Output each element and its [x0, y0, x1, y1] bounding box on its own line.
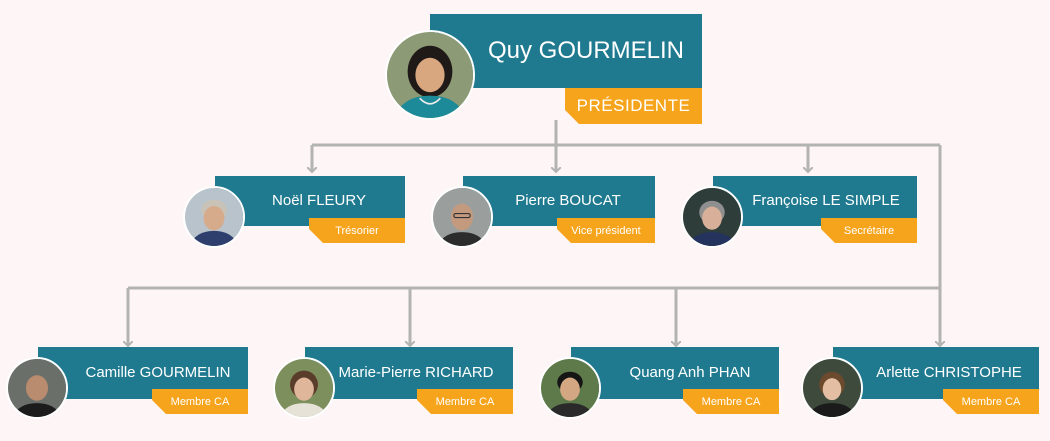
member-card: Quang Anh PHAN Membre CA [539, 347, 779, 419]
officer-card-secretaire: Françoise LE SIMPLE Secrétaire [681, 176, 917, 248]
officer-role: Trésorier [335, 224, 379, 237]
member-role: Membre CA [435, 395, 495, 408]
member-role-badge: Membre CA [683, 389, 779, 414]
avatar [431, 186, 493, 248]
person-photo-icon [275, 359, 333, 417]
officer-role: Secrétaire [843, 224, 895, 237]
officer-role: Vice président [571, 224, 641, 237]
officer-name: Françoise LE SIMPLE [752, 192, 900, 210]
president-name-box: Quy GOURMELIN [430, 14, 702, 88]
avatar [385, 30, 475, 120]
member-card: Camille GOURMELIN Membre CA [6, 347, 248, 419]
person-photo-icon [8, 359, 66, 417]
member-name: Camille GOURMELIN [85, 364, 231, 382]
member-name: Marie-Pierre RICHARD [338, 364, 494, 382]
officer-name-box: Françoise LE SIMPLE [713, 176, 917, 226]
president-role-badge: PRÉSIDENTE [565, 88, 702, 124]
officer-role-badge: Vice président [557, 218, 655, 243]
avatar [273, 357, 335, 419]
officer-name-box: Pierre BOUCAT [463, 176, 655, 226]
member-name: Quang Anh PHAN [629, 364, 751, 382]
avatar [183, 186, 245, 248]
officer-role-badge: Trésorier [309, 218, 405, 243]
avatar [681, 186, 743, 248]
person-photo-icon [683, 188, 741, 246]
member-name: Arlette CHRISTOPHE [876, 364, 1022, 382]
officer-card-vice-president: Pierre BOUCAT Vice président [431, 176, 655, 248]
member-card: Marie-Pierre RICHARD Membre CA [273, 347, 513, 419]
person-photo-icon [433, 188, 491, 246]
member-card: Arlette CHRISTOPHE Membre CA [801, 347, 1039, 419]
person-photo-icon [803, 359, 861, 417]
member-role-badge: Membre CA [417, 389, 513, 414]
officer-name-box: Noël FLEURY [215, 176, 405, 226]
officer-name: Noël FLEURY [272, 192, 366, 210]
person-photo-icon [541, 359, 599, 417]
president-name: Quy GOURMELIN [487, 37, 685, 65]
member-role: Membre CA [170, 395, 230, 408]
member-role-badge: Membre CA [152, 389, 248, 414]
president-card: Quy GOURMELIN PRÉSIDENTE [385, 14, 705, 124]
person-photo-icon [185, 188, 243, 246]
officer-name: Pierre BOUCAT [515, 192, 621, 210]
avatar [539, 357, 601, 419]
avatar [801, 357, 863, 419]
officer-role-badge: Secrétaire [821, 218, 917, 243]
member-role-badge: Membre CA [943, 389, 1039, 414]
officer-card-tresorier: Noël FLEURY Trésorier [183, 176, 405, 248]
person-photo-icon [387, 32, 473, 118]
president-role: PRÉSIDENTE [576, 96, 691, 115]
member-role: Membre CA [701, 395, 761, 408]
avatar [6, 357, 68, 419]
member-role: Membre CA [961, 395, 1021, 408]
